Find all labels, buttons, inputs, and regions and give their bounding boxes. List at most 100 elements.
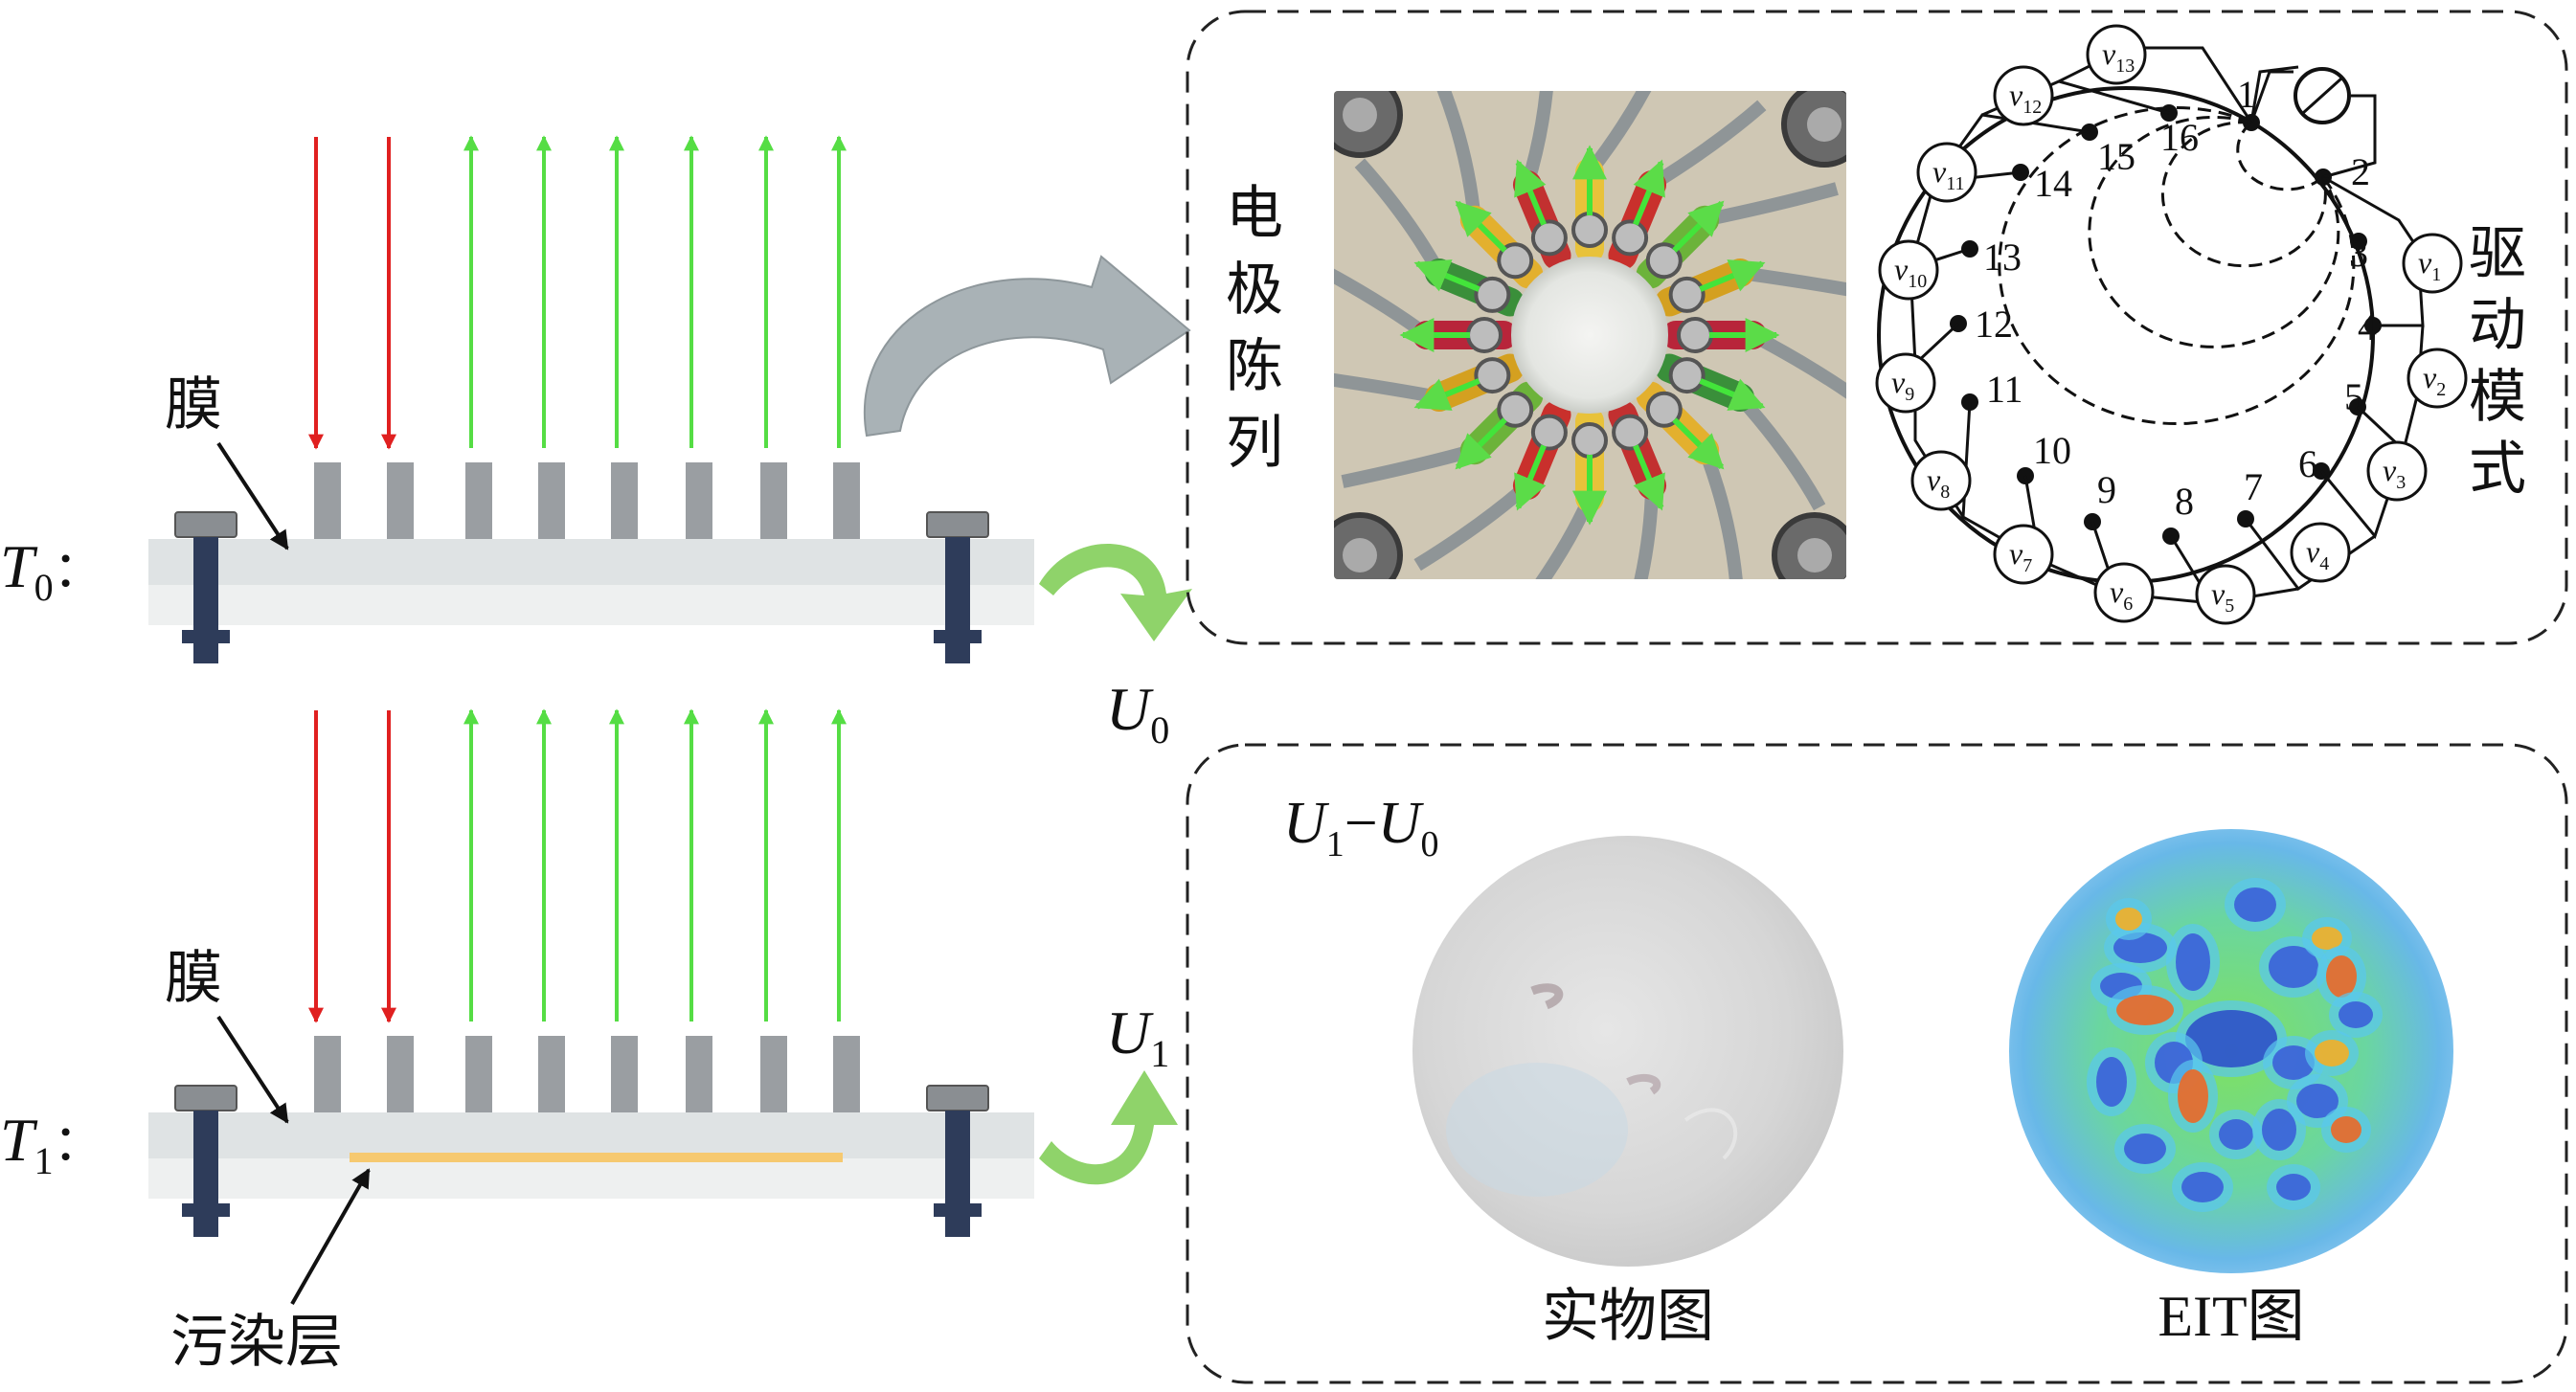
bolt bbox=[926, 1085, 989, 1237]
electrode bbox=[760, 462, 787, 539]
svg-text:v4: v4 bbox=[2306, 534, 2329, 574]
curved-arrow-u1 bbox=[1039, 1070, 1178, 1185]
eit-conductivity-blob bbox=[2234, 887, 2276, 922]
eit-conductivity-blob bbox=[2296, 1084, 2339, 1118]
bolt bbox=[174, 511, 237, 663]
voltage-measurement-node: v10 bbox=[1878, 239, 1939, 301]
eit-conductivity-blob bbox=[2219, 1119, 2253, 1150]
membrane-lower bbox=[148, 585, 1034, 625]
electrode-number: 10 bbox=[2033, 429, 2071, 472]
current-field-line bbox=[2160, 121, 2327, 268]
t0-setup: 膜T0： bbox=[0, 135, 1034, 663]
eit-conductivity-blob bbox=[2262, 1109, 2296, 1151]
electrode bbox=[314, 462, 341, 539]
photo-caption: 实物图 bbox=[1542, 1283, 1714, 1350]
electrode-number: 5 bbox=[2344, 375, 2363, 418]
electrode-number: 8 bbox=[2175, 480, 2194, 523]
svg-text:v7: v7 bbox=[2009, 536, 2032, 576]
eit-conductivity-blob bbox=[2312, 927, 2342, 950]
fouling-layer bbox=[350, 1153, 843, 1162]
electrode-number: 9 bbox=[2097, 468, 2116, 511]
voltage-measurement-node: v11 bbox=[1916, 142, 1977, 203]
membrane-lower bbox=[148, 1158, 1034, 1199]
electrode bbox=[465, 1036, 492, 1112]
svg-text:v10: v10 bbox=[1894, 252, 1927, 292]
eit-conductivity-blob bbox=[2276, 1174, 2311, 1201]
electrode-array-char-2: 极 bbox=[1226, 257, 1283, 324]
eit-conductivity-blob bbox=[2096, 1057, 2127, 1107]
voltage-measurement-node: v7 bbox=[1993, 524, 2054, 585]
voltage-measurement-node: v8 bbox=[1910, 450, 1972, 511]
electrode-number: 1 bbox=[2237, 73, 2256, 116]
eit-conductivity-blob bbox=[2326, 955, 2357, 998]
electrode-number: 2 bbox=[2351, 150, 2370, 193]
membrane-upper bbox=[148, 1112, 1034, 1158]
result-panel-frame bbox=[1186, 743, 2568, 1384]
physical-photo bbox=[1412, 836, 1843, 1267]
electrode-number: 7 bbox=[2244, 465, 2263, 508]
electrode bbox=[538, 462, 565, 539]
electrode-node bbox=[2350, 233, 2367, 250]
electrode-array-photo bbox=[1334, 91, 1846, 579]
eit-image bbox=[2009, 829, 2453, 1273]
svg-text:v11: v11 bbox=[1932, 154, 1964, 194]
electrode-number: 6 bbox=[2298, 442, 2317, 485]
membrane-pointer bbox=[216, 1015, 289, 1124]
u0-label: U0 bbox=[1106, 675, 1169, 752]
time-label: T1： bbox=[0, 1106, 103, 1182]
time-label: T0： bbox=[0, 532, 103, 609]
eit-conductivity-blob bbox=[2124, 1134, 2166, 1164]
drive-mode-char-3: 模 bbox=[2469, 364, 2526, 431]
electrode-array-char-1: 电 bbox=[1226, 180, 1283, 247]
svg-text:v1: v1 bbox=[2418, 245, 2441, 285]
membrane-label: 膜 bbox=[165, 945, 222, 1012]
voltage-measurement-node: v6 bbox=[2093, 562, 2155, 623]
voltage-measurement-node: v12 bbox=[1993, 65, 2054, 126]
t1-setup: 膜 T1： 污染层 bbox=[0, 708, 1034, 1376]
voltage-measurement-node: v5 bbox=[2195, 564, 2256, 625]
voltage-measurement-node: v3 bbox=[2366, 440, 2428, 502]
svg-text:v12: v12 bbox=[2009, 78, 2042, 118]
u1-label: U1 bbox=[1106, 999, 1169, 1075]
electrode bbox=[611, 462, 638, 539]
eit-conductivity-blob bbox=[2185, 1010, 2277, 1067]
svg-text:v6: v6 bbox=[2110, 574, 2133, 615]
membrane-upper bbox=[148, 539, 1034, 585]
bolt bbox=[174, 1085, 237, 1237]
electrode bbox=[611, 1036, 638, 1112]
electrode bbox=[833, 462, 860, 539]
current-field-line bbox=[2236, 121, 2324, 191]
fouling-label: 污染层 bbox=[170, 1309, 343, 1376]
electrode-panel-frame bbox=[1186, 10, 2568, 645]
electrode-number: 15 bbox=[2097, 135, 2135, 178]
eit-conductivity-blob bbox=[2272, 1045, 2315, 1080]
electrode bbox=[686, 462, 712, 539]
eit-conductivity-blob bbox=[2269, 946, 2318, 988]
curved-arrow-u0 bbox=[1039, 543, 1192, 641]
electrode-number: 4 bbox=[2358, 305, 2377, 348]
electrode-array-label: 电 极 陈 列 bbox=[1226, 180, 1283, 477]
svg-text:v8: v8 bbox=[1927, 462, 1950, 503]
svg-text:v2: v2 bbox=[2423, 360, 2446, 400]
drive-mode-char-4: 式 bbox=[2469, 436, 2526, 503]
fouling-pointer bbox=[290, 1168, 371, 1305]
membrane-pointer bbox=[216, 441, 289, 550]
electrode-number: 14 bbox=[2034, 162, 2072, 205]
electrode bbox=[538, 1036, 565, 1112]
electrode-number: 13 bbox=[1983, 236, 2022, 279]
electrode bbox=[314, 1036, 341, 1112]
voltage-measurement-node: v13 bbox=[2086, 24, 2147, 85]
electrode bbox=[833, 1036, 860, 1112]
voltage-measurement-node: v2 bbox=[2407, 348, 2468, 409]
drive-mode-char-2: 动 bbox=[2469, 292, 2526, 359]
eit-conductivity-blob bbox=[2116, 995, 2174, 1025]
electrode bbox=[465, 462, 492, 539]
drive-mode-char-1: 驱 bbox=[2469, 220, 2526, 287]
eit-conductivity-blob bbox=[2339, 1001, 2373, 1028]
current-field-line bbox=[2088, 115, 2340, 348]
electrode-number: 11 bbox=[1986, 368, 2023, 411]
electrode bbox=[686, 1036, 712, 1112]
electrode-array-char-4: 列 bbox=[1226, 410, 1283, 477]
